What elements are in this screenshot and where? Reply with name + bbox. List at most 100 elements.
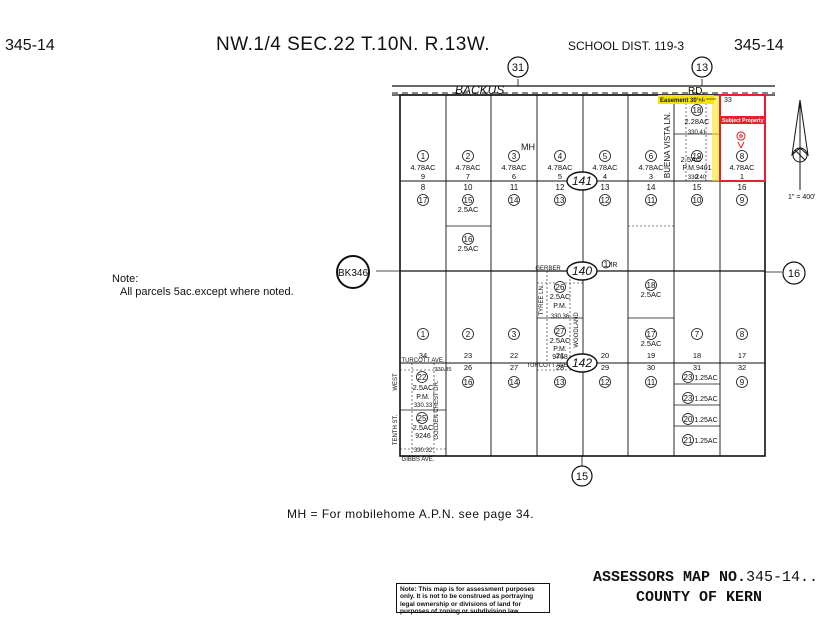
street-woodland: WOODLAND: [574, 312, 580, 348]
parcel-acreage: 2.5AC: [458, 244, 479, 253]
dimension-label: 330.32: [414, 448, 433, 454]
parcel-circle-7-ring: [691, 328, 703, 340]
parcel-circle-5: 5: [603, 152, 608, 161]
pm-label: 9768: [552, 354, 568, 361]
parcel-circle-4: 4: [558, 152, 563, 161]
svg-text:141: 141: [572, 174, 592, 188]
dimension-label: 330.36: [551, 314, 570, 320]
parcel-circle-3: 3: [512, 330, 517, 339]
parcel-circle-16-ring: [462, 376, 474, 388]
street-west: WEST: [393, 373, 399, 391]
parcel-circle-14: 14: [510, 196, 519, 205]
street-tyree: TYREE LN.: [539, 284, 545, 315]
parcel-circle-8: 8: [740, 330, 745, 339]
book-reference-circle: BK346: [336, 255, 370, 289]
easement-highlight: [712, 95, 720, 181]
svg-text:33: 33: [724, 97, 732, 104]
parcel-subnumber: 1: [740, 172, 744, 181]
parcel-reference: 20: [601, 351, 609, 360]
parcel-circle-7: 7: [695, 330, 700, 339]
svg-text:BK346: BK346: [338, 268, 368, 279]
parcel-reference: 12: [556, 183, 565, 192]
parcel-reference: 31: [693, 363, 701, 372]
parcel-circle-21-ring: [682, 434, 694, 446]
disclaimer-box: Note: This map is for assessment purpose…: [396, 583, 550, 615]
assessor-label: ASSESSORS MAP NO.: [593, 569, 747, 586]
pm-label: P.M.: [416, 394, 430, 401]
parcel-circle-15: 15: [464, 196, 473, 205]
parcel-circle-18b: 18: [647, 281, 656, 290]
pm-label: P.M.: [553, 303, 567, 310]
parcel-circle-18b-ring: [645, 279, 657, 291]
parcel-acreage: 2.5AC: [641, 290, 662, 299]
parcel-circle-14: 14: [510, 378, 519, 387]
note-heading: Note:: [112, 273, 139, 285]
parcel-circle-9: 9: [740, 378, 745, 387]
mobilehome-note: MH = For mobilehome A.P.N. see page 34.: [287, 507, 535, 521]
parcel-reference: 8: [421, 183, 426, 192]
parcel-circle-16: 16: [464, 235, 473, 244]
parcel-acreage: 1.25AC: [694, 438, 717, 445]
section-boundary: [399, 94, 766, 457]
parcel-circle-23-ring: [682, 371, 694, 383]
parcel-circle-2: 2: [466, 330, 471, 339]
parcel-circle-9-ring: [736, 376, 748, 388]
subject-label-bg: [720, 116, 765, 124]
parcel-subnumber: 7: [466, 172, 470, 181]
parcel-reference: 13: [601, 183, 610, 192]
parcel-acreage: 2.5AC: [681, 155, 702, 164]
street-golden-crest: GOLDEN CREST DR.: [434, 380, 440, 440]
assessor-map-block: ASSESSORS MAP NO.345-14.. COUNTY OF KERN: [593, 568, 818, 608]
parcel-circle-13-ring: [554, 194, 566, 206]
parcel-circle-1-ring: [417, 150, 429, 162]
parcel-circle-13: 13: [556, 378, 565, 387]
parcel-reference: 22: [510, 351, 518, 360]
parcel-acreage-228: 2.28AC: [684, 117, 710, 126]
parcel-circle-8-ring: [736, 328, 748, 340]
assessor-map-number: 345-14..: [746, 569, 819, 586]
road-circle-15: 15: [571, 465, 593, 487]
subject-label: Subject Property: [722, 118, 764, 124]
dimension-label: 330.35: [435, 367, 452, 373]
parcel-circle-3: 3: [512, 152, 517, 161]
pm-label: 9246: [415, 433, 431, 440]
parcel-circle-23b-ring: [682, 392, 694, 404]
parcel-circle-27: 27: [556, 327, 565, 336]
parcel-circle-1-mr-ring: [601, 259, 611, 269]
parcel-circle-22: 22: [418, 373, 427, 382]
parcel-circle-9: 9: [740, 196, 745, 205]
street-turcott: TURCOTT AVE.: [401, 358, 444, 364]
parcel-circle-25: 25: [418, 414, 427, 423]
north-arrow-icon: [791, 99, 809, 190]
block-circle-142: 142: [566, 353, 598, 373]
parcel-circle-18: 18: [693, 106, 702, 115]
parcel-acreage: 2.5AC: [413, 383, 434, 392]
parcel-acreage: 2.5AC: [550, 292, 571, 301]
parcel-circle-20-ring: [682, 413, 694, 425]
parcel-labels: 14.78AC981724.78AC7101534.78AC6111444.78…: [393, 104, 755, 463]
scale-label: 1" = 400': [788, 194, 815, 201]
parcel-circle-17-ring: [417, 194, 429, 206]
street-gerber: GERBER: [535, 266, 561, 272]
parcel-circle-12: 12: [601, 378, 610, 387]
pm-label: P.M.: [553, 346, 567, 353]
parcel-circle-26: 26: [556, 283, 565, 292]
parcel-circle-21: 21: [684, 436, 693, 445]
parcel-circle-11-ring: [645, 376, 657, 388]
parcel-subnumber: 4: [603, 172, 607, 181]
mr-label: MR: [607, 262, 618, 269]
note-body: All parcels 5ac.except where noted.: [120, 286, 294, 298]
subject-acreage: 4.78AC: [729, 163, 755, 172]
parcel-circle-8: 8: [740, 152, 745, 161]
parcel-circle-12-ring: [599, 194, 611, 206]
road-circle-31: 31: [507, 56, 529, 78]
svg-text:13: 13: [696, 62, 708, 74]
parcel-reference: 15: [693, 183, 702, 192]
easement-label: Easement 30'+/-: [660, 98, 705, 104]
parcel-subnumber: 5: [558, 172, 562, 181]
location-pin-icon: [736, 131, 746, 149]
parcel-circle-23: 23: [684, 373, 693, 382]
parcel-acreage: 4.78AC: [547, 163, 573, 172]
parcel-reference: 32: [738, 363, 746, 372]
parcel-circle-1-mr: 1: [604, 260, 609, 269]
